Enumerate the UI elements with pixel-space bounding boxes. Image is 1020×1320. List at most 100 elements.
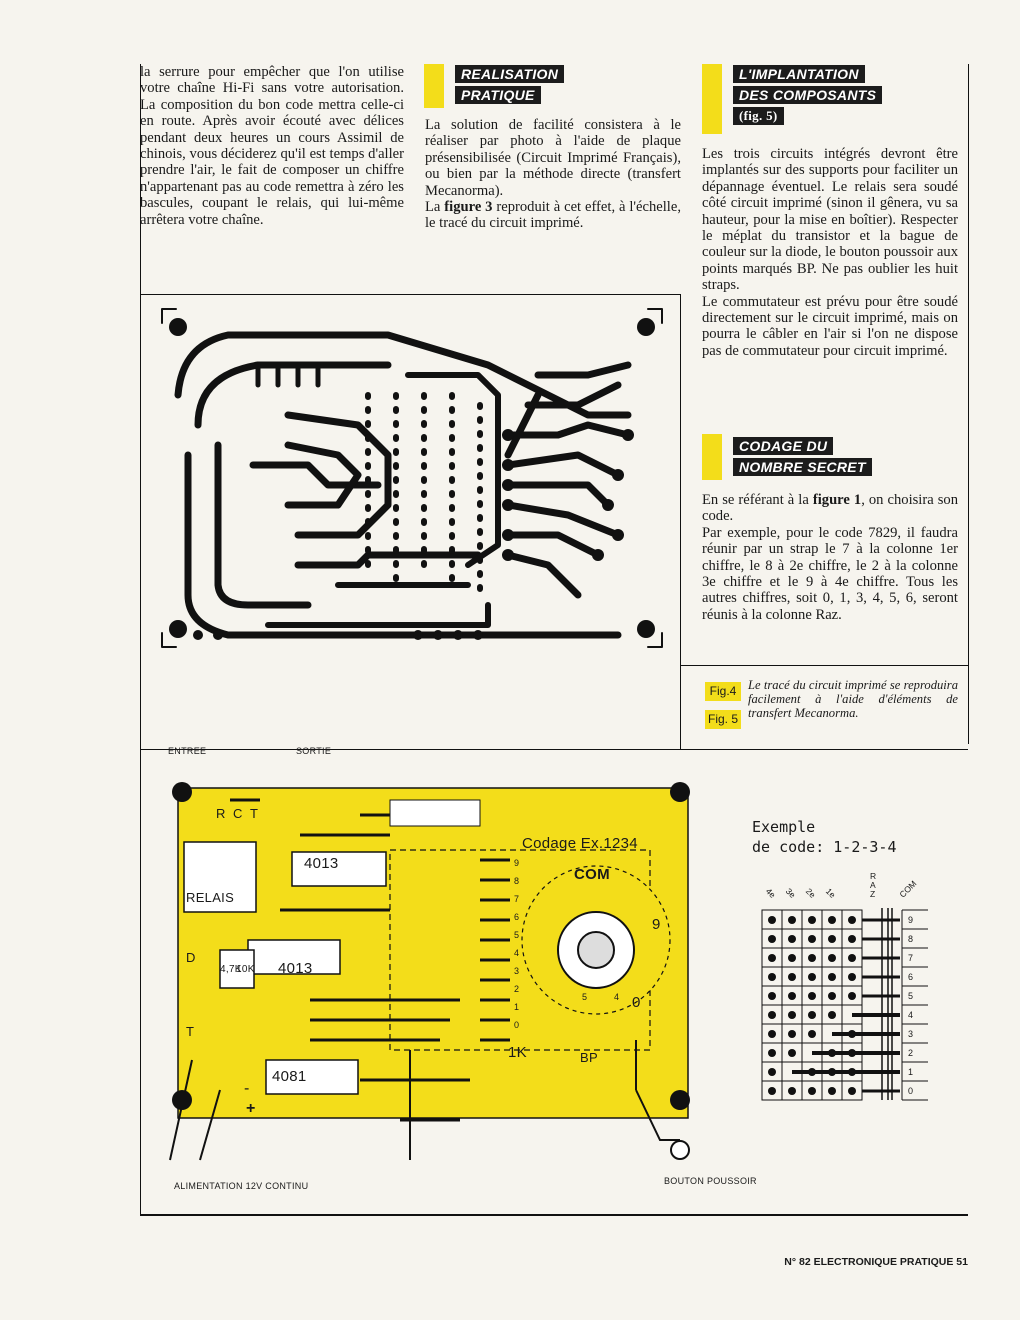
column-3-text-a: Les trois circuits intégrés devront être… xyxy=(702,146,958,359)
label-plus: + xyxy=(246,1100,256,1117)
row-label: 4 xyxy=(908,1010,914,1020)
heading-line: NOMBRE SECRET xyxy=(733,458,872,476)
paragraph: Le commutateur est prévu pour être soudé… xyxy=(702,293,958,359)
label-res-10k: 10K xyxy=(236,964,255,975)
label-com: COM xyxy=(574,866,610,883)
digit: 2 xyxy=(514,984,520,994)
col-label: 3e xyxy=(783,886,798,900)
digit-list: 9 8 7 6 5 4 3 2 1 0 xyxy=(514,854,519,1034)
text: , on choisira son code. xyxy=(702,492,958,525)
heading-line: DES COMPOSANTS xyxy=(733,86,883,104)
example-column-labels: 4e 3e 2e 1e RAZ COM xyxy=(760,872,940,908)
paragraph: la serrure pour empêcher que l'on utilis… xyxy=(140,64,404,228)
column-3-text-b: En se référant à la figure 1, on choisir… xyxy=(702,492,958,623)
col-label: RAZ xyxy=(870,871,877,899)
label-alimentation: ALIMENTATION 12V CONTINU xyxy=(174,1181,309,1191)
label-r: R xyxy=(216,806,226,821)
heading-realisation-pratique: REALISATION PRATIQUE xyxy=(455,65,565,107)
digit: 6 xyxy=(514,912,520,922)
heading-codage: CODAGE DU NOMBRE SECRET xyxy=(733,437,872,479)
col-label: 4e xyxy=(763,886,778,900)
label-c: C xyxy=(233,806,243,821)
text: reproduit à cet effet, à l'échelle, le t… xyxy=(425,199,681,232)
fig4-tag: Fig.4 xyxy=(705,682,741,701)
label-transistor: T xyxy=(186,1024,195,1039)
label-codage: Codage Ex.1234 xyxy=(522,835,638,852)
column-divider xyxy=(968,64,969,744)
example-title-2: de code: 1-2-3-4 xyxy=(752,838,897,856)
digit: 7 xyxy=(514,894,520,904)
column-1-text: la serrure pour empêcher que l'on utilis… xyxy=(140,64,404,228)
heading-line: L'IMPLANTATION xyxy=(733,65,865,83)
figure-top-rule xyxy=(140,294,680,295)
label-minus: - xyxy=(244,1080,250,1097)
text: La xyxy=(425,199,445,216)
digit: 0 xyxy=(514,1020,520,1030)
column-2-text: La solution de facilité consistera à le … xyxy=(425,117,681,232)
heading-marker xyxy=(702,434,722,480)
figure-side-rule xyxy=(680,294,681,750)
heading-line: REALISATION xyxy=(455,65,565,83)
row-label: 6 xyxy=(908,972,914,982)
switch-label-9: 9 xyxy=(652,916,661,933)
paragraph: Par exemple, pour le code 7829, il faudr… xyxy=(702,524,958,623)
row-label: 0 xyxy=(908,1086,914,1096)
digit: 8 xyxy=(514,876,520,886)
figure-caption: Le tracé du circuit imprimé se reproduir… xyxy=(748,678,958,720)
page-footer: N° 82 ELECTRONIQUE PRATIQUE 51 xyxy=(784,1256,968,1268)
label-sortie: SORTIE xyxy=(296,746,332,756)
caption-rule xyxy=(680,665,968,666)
row-label: 5 xyxy=(908,991,914,1001)
text: En se référant à la xyxy=(702,492,813,508)
row-label: 8 xyxy=(908,934,914,944)
pcb-trace-drawing xyxy=(161,308,663,648)
label-res-4k7: 4,7K xyxy=(220,964,242,975)
switch-label-4: 4 xyxy=(614,992,620,1002)
digit: 3 xyxy=(514,966,520,976)
component-layout-drawing xyxy=(169,782,690,1161)
paragraph: Les trois circuits intégrés devront être… xyxy=(702,146,958,294)
heading-fig: (fig. 5) xyxy=(733,107,784,125)
paragraph: La solution de facilité consistera à le … xyxy=(425,117,681,199)
figure-ref: figure 3 xyxy=(444,199,493,216)
digit: 9 xyxy=(514,858,520,868)
switch-label-5: 5 xyxy=(582,992,588,1002)
label-ic-4013-mid: 4013 xyxy=(278,960,313,977)
fig5-tag: Fig. 5 xyxy=(705,710,741,729)
example-code-grid xyxy=(761,908,928,1101)
heading-marker xyxy=(424,64,444,108)
figure-ref: figure 1 xyxy=(812,492,862,508)
row-label: 7 xyxy=(908,953,914,963)
bottom-rule xyxy=(140,1214,968,1216)
label-ic-4013-top: 4013 xyxy=(304,855,339,872)
heading-implantation: L'IMPLANTATION DES COMPOSANTS (fig. 5) xyxy=(733,65,883,128)
label-diode: D xyxy=(186,950,196,965)
row-label: 3 xyxy=(908,1029,914,1039)
label-ic-4081: 4081 xyxy=(272,1068,307,1085)
figure-mid-rule xyxy=(140,749,968,750)
example-title-1: Exemple xyxy=(752,818,816,836)
label-entree: ENTREE xyxy=(168,746,207,756)
label-res-1k: 1K xyxy=(508,1044,527,1061)
label-t: T xyxy=(250,806,259,821)
col-label: 1e xyxy=(823,886,838,900)
heading-line: PRATIQUE xyxy=(455,86,541,104)
col-label: 2e xyxy=(803,886,818,900)
heading-line: CODAGE DU xyxy=(733,437,834,455)
label-relais: RELAIS xyxy=(186,890,235,905)
paragraph: La figure 3 reproduit à cet effet, à l'é… xyxy=(425,199,681,232)
row-label: 9 xyxy=(908,915,914,925)
left-frame-rule xyxy=(140,64,141,1214)
row-label: 2 xyxy=(908,1048,914,1058)
label-bp: BP xyxy=(580,1050,598,1065)
row-label: 1 xyxy=(908,1067,914,1077)
heading-marker xyxy=(702,64,722,134)
switch-label-0: 0 xyxy=(632,994,641,1011)
col-label: COM xyxy=(897,878,919,900)
digit: 4 xyxy=(514,948,520,958)
paragraph: En se référant à la figure 1, on choisir… xyxy=(702,492,958,525)
digit: 5 xyxy=(514,930,520,940)
label-bouton-poussoir: BOUTON POUSSOIR xyxy=(664,1176,757,1186)
example-row-labels: 9 8 7 6 5 4 3 2 1 0 xyxy=(908,911,913,1101)
